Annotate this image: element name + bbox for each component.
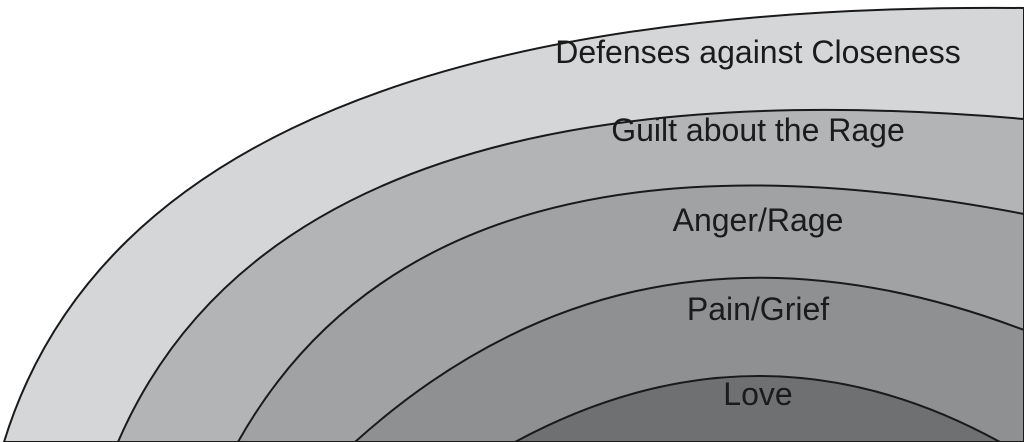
label-pain: Pain/Grief bbox=[687, 291, 829, 327]
label-guilt: Guilt about the Rage bbox=[611, 112, 905, 148]
ring-love bbox=[514, 375, 1001, 442]
label-defenses: Defenses against Closeness bbox=[555, 34, 961, 70]
label-anger: Anger/Rage bbox=[673, 202, 844, 238]
label-love: Love bbox=[723, 376, 792, 412]
